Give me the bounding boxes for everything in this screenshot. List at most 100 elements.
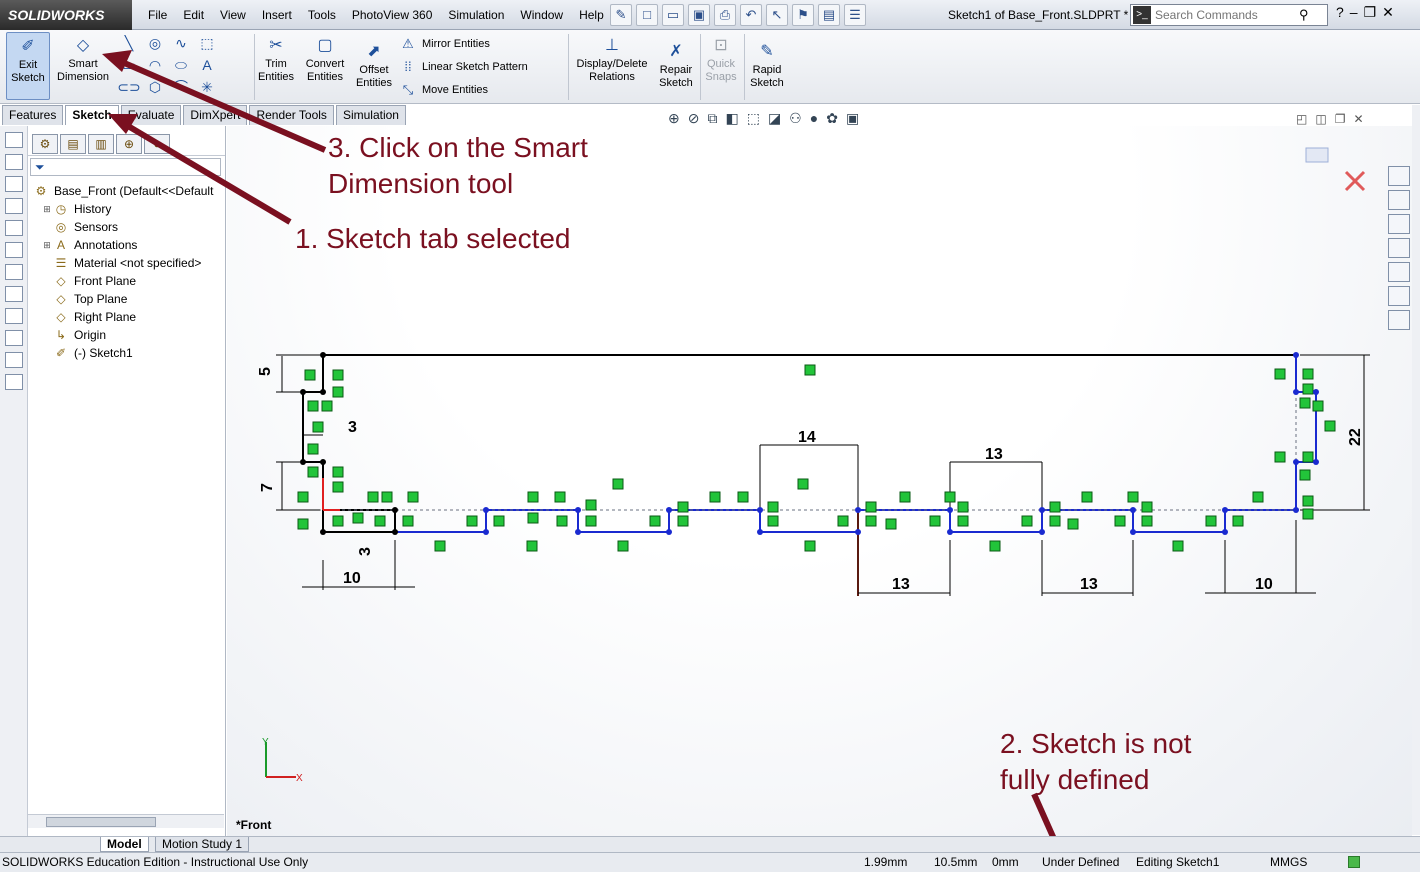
dimension-left-3b[interactable]: 3 [357,547,374,556]
dimension-left-7[interactable]: 7 [259,483,276,492]
dimension-top-13[interactable]: 13 [985,446,1003,463]
ellipse-icon[interactable]: ⬭ [175,57,187,73]
tree-item-annotations[interactable]: ⊞ A Annotations [32,236,225,254]
offset-entities-button[interactable]: ⬈ Offset Entities [352,32,396,90]
exit-sketch-button[interactable]: ✐ Exit Sketch [6,32,50,100]
trim-entities-button[interactable]: ✂ Trim Entities [256,32,296,84]
tab-motion-study[interactable]: Motion Study 1 [155,837,250,852]
options-icon[interactable]: ☰ [844,4,866,26]
confirmation-corner[interactable] [1305,147,1366,192]
filter-icon[interactable]: ⏷ [30,158,221,176]
display-style-icon[interactable]: ◪ [767,110,782,126]
view-orientation-icon[interactable]: ⬚ [746,110,760,126]
move-entities-button[interactable]: ⤡ Move Entities [400,82,488,98]
search-input[interactable] [1155,8,1295,22]
open-folder-icon[interactable]: ▭ [662,4,684,26]
view-icon-3[interactable] [5,176,23,192]
home-icon[interactable] [1388,166,1410,186]
right-scrollbar[interactable] [1412,105,1420,835]
tree-item-origin[interactable]: ↳ Origin [32,326,225,344]
menu-help[interactable]: Help [579,8,604,22]
select-arrow-icon[interactable]: ↖ [766,4,788,26]
view-icon-4[interactable] [5,198,23,214]
dimxpert-tab-icon[interactable]: ⊕ [116,134,142,154]
linear-sketch-pattern-button[interactable]: ⁞⁞ Linear Sketch Pattern [400,59,527,74]
close-icon[interactable]: ✕ [1382,4,1394,20]
view-icon-2[interactable] [5,154,23,170]
hide-show-icon[interactable]: ⚇ [789,110,802,126]
layer-icon-2[interactable] [5,374,23,390]
restore-viewport-icon[interactable]: ❐ [1334,112,1346,126]
configuration-tab-icon[interactable]: ▥ [88,134,114,154]
tab-features[interactable]: Features [2,105,64,125]
layer-icon-1[interactable] [5,352,23,368]
scroll-thumb[interactable] [46,817,156,827]
property-manager-tab-icon[interactable]: ▤ [60,134,86,154]
convert-entities-button[interactable]: ▢ Convert Entities [302,32,348,84]
quick-snaps-button[interactable]: ⊡ Quick Snaps [702,32,740,84]
dimension-bottom-10b[interactable]: 10 [1255,576,1273,593]
menu-view[interactable]: View [220,8,246,22]
save-icon[interactable]: ▣ [688,4,710,26]
search-icon[interactable]: ⚲ [1299,7,1309,22]
dimension-bottom-13b[interactable]: 13 [1080,576,1098,593]
view-icon-5[interactable] [5,220,23,236]
view-icon-7[interactable] [5,264,23,280]
tree-item-sensors[interactable]: ◎ Sensors [32,218,225,236]
file-explorer-icon[interactable] [1388,238,1410,258]
line-icon[interactable]: ╲ [124,35,134,51]
undo-icon[interactable]: ↶ [740,4,762,26]
zoom-area-icon[interactable]: ⊘ [687,110,700,126]
tree-item-right-plane[interactable]: ◇ Right Plane [32,308,225,326]
unit-system[interactable]: MMGS [1270,855,1308,869]
point-icon[interactable]: ✳ [201,79,213,95]
sketch-vertices[interactable] [483,352,1319,535]
construction-grid-icon[interactable]: ⬚ [200,35,214,51]
search-commands[interactable]: >_ ⚲ [1130,4,1328,26]
tree-item-top-plane[interactable]: ◇ Top Plane [32,290,225,308]
help-status-icon[interactable] [1348,856,1360,868]
tree-item-history[interactable]: ⊞ ◷ History [32,200,225,218]
forum-icon[interactable] [1388,310,1410,330]
pin-icon[interactable]: ✎ [610,4,632,26]
arc-icon[interactable]: ◠ [148,57,162,73]
display-delete-relations-button[interactable]: ⊥ Display/Delete Relations [572,32,652,84]
appearances-icon[interactable] [1388,262,1410,282]
tab-simulation[interactable]: Simulation [335,105,406,125]
tree-item-front-plane[interactable]: ◇ Front Plane [32,272,225,290]
feature-tree-tab-icon[interactable]: ⚙ [32,134,58,154]
print-icon[interactable]: ⎙ [714,4,736,26]
appearance-icon[interactable]: ● [809,110,819,126]
circle-icon[interactable]: ◎ [148,35,162,51]
relations-tool-icon[interactable] [5,330,23,346]
design-library-icon[interactable] [1388,214,1410,234]
view-icon-1[interactable] [5,132,23,148]
view-icon-6[interactable] [5,242,23,258]
scene-icon[interactable]: ✿ [826,110,838,126]
slot-icon[interactable]: ⊂⊃ [117,79,141,95]
tree-item-sketch1[interactable]: ✐ (-) Sketch1 [32,344,225,362]
menu-file[interactable]: File [148,8,168,22]
sketch-outline[interactable] [302,354,1317,596]
resources-icon[interactable] [1388,190,1410,210]
dimension-left-5[interactable]: 5 [257,367,274,376]
new-document-icon[interactable]: □ [636,4,658,26]
minimize-icon[interactable]: – [1349,4,1358,20]
dimension-right-22[interactable]: 22 [1347,428,1364,446]
sketch-tool-icon[interactable] [5,286,23,302]
polygon-icon[interactable]: ⬡ [148,79,162,95]
menu-photoview[interactable]: PhotoView 360 [351,8,433,22]
help-icon[interactable]: ? [1336,4,1344,20]
zoom-fit-icon[interactable]: ⊕ [668,110,680,126]
expand-icon[interactable]: ⊞ [43,240,51,250]
tree-root[interactable]: ⚙ Base_Front (Default<<Default [32,182,225,200]
graphics-area[interactable] [227,126,1412,836]
tab-sketch[interactable]: Sketch [65,105,119,125]
tab-render-tools[interactable]: Render Tools [249,105,334,125]
tab-evaluate[interactable]: Evaluate [120,105,182,125]
text-icon[interactable]: A [202,57,212,73]
repair-sketch-button[interactable]: ✗ Repair Sketch [656,32,696,90]
dimension-bottom-10a[interactable]: 10 [343,570,361,587]
spline-icon[interactable]: ∿ [175,35,187,51]
horizontal-scrollbar[interactable] [28,814,224,828]
